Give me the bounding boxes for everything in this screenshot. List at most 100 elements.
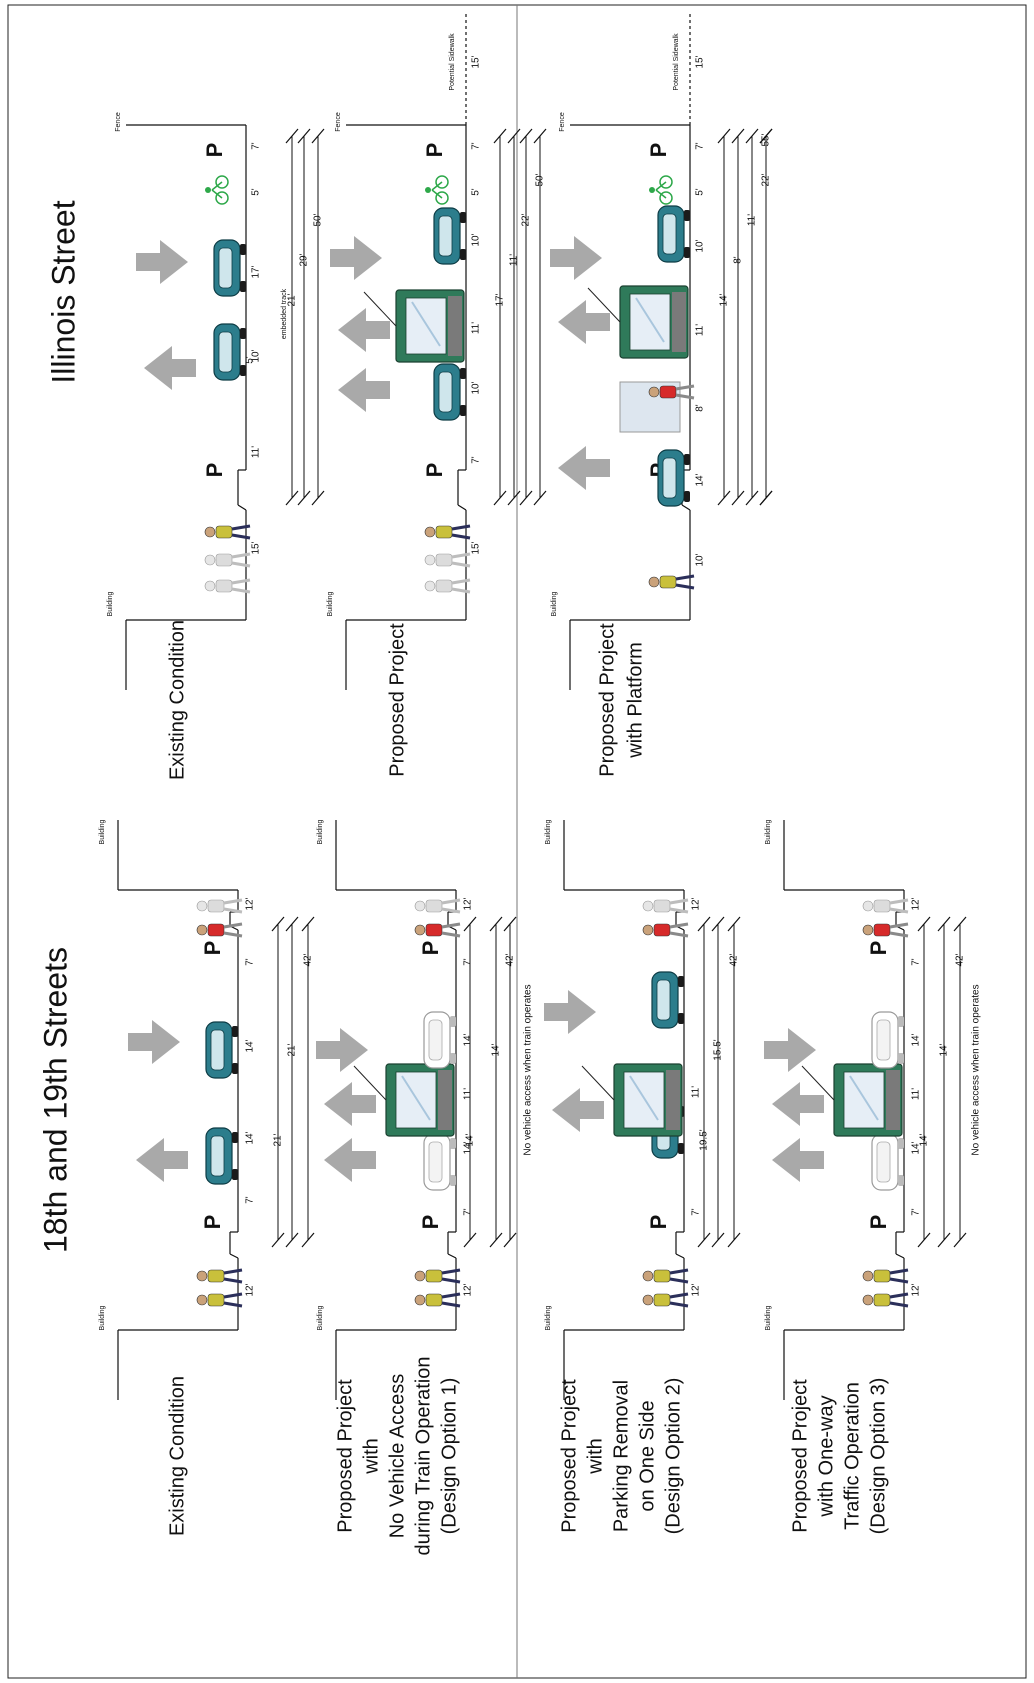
dimension-tick	[953, 916, 967, 932]
parking-mark: P	[422, 463, 447, 478]
pedestrian	[413, 922, 462, 938]
potential-sidewalk-label: Potential Sidewalk	[673, 33, 680, 91]
dimension-tick	[745, 128, 759, 144]
width-label: 12'	[245, 1283, 256, 1296]
width-label: 12'	[463, 1283, 474, 1296]
curb	[229, 1253, 239, 1259]
vehicle	[657, 449, 691, 507]
span-label: 42'	[729, 953, 740, 966]
width-label: 12'	[463, 897, 474, 910]
building-label: Building	[545, 1305, 552, 1330]
dimension-tick	[717, 128, 731, 144]
pedestrian	[861, 922, 910, 938]
span-label: 50'	[313, 213, 324, 226]
illinois-section-label: Proposed Project	[386, 623, 408, 777]
dimension-tick	[301, 916, 315, 932]
width-label: 15'	[695, 55, 706, 68]
width-label: 10'	[251, 349, 262, 362]
parking-mark: P	[422, 143, 447, 158]
width-label: 12'	[691, 1283, 702, 1296]
building-label: Building	[99, 1305, 106, 1330]
vehicle	[213, 239, 247, 297]
dimension-tick	[285, 1232, 299, 1248]
parking-mark: P	[646, 143, 671, 158]
no-vehicle-note: No vehicle access when train operates	[971, 984, 982, 1155]
streets-section-label: Proposed Project	[789, 1379, 811, 1533]
width-label: 7'	[695, 142, 706, 150]
pedestrian	[647, 384, 696, 400]
width-label: 5'	[471, 188, 482, 196]
width-label: 7'	[463, 1208, 474, 1216]
travel-direction-arrow	[550, 236, 602, 280]
dimension-tick	[503, 1232, 517, 1248]
streets-section-label: (Design Option 1)	[438, 1378, 460, 1535]
illinois-section-label: with Platform	[624, 642, 646, 759]
dimension-tick	[489, 916, 503, 932]
width-label: 14'	[695, 473, 706, 486]
span-label: 50'	[535, 173, 546, 186]
pedestrian	[641, 1292, 690, 1308]
streets-section-label: Proposed Project	[558, 1379, 580, 1533]
pedestrian	[203, 578, 252, 594]
dimension-tick	[711, 1232, 725, 1248]
span-label: 17'	[495, 293, 506, 306]
parking-mark: P	[866, 941, 891, 956]
dimension-tick	[697, 916, 711, 932]
fence-label: Fence	[559, 112, 566, 132]
streets-section-label: with	[360, 1438, 382, 1475]
travel-direction-arrow	[772, 1138, 824, 1182]
width-label: 5'	[251, 188, 262, 196]
travel-direction-arrow	[128, 1020, 180, 1064]
span-label: 19.5'	[699, 1129, 710, 1150]
building-label: Building	[327, 591, 334, 616]
span-label: 22'	[521, 213, 532, 226]
track-offset-label: 5'	[245, 356, 256, 364]
dimension-tick	[493, 128, 507, 144]
pedestrian	[641, 898, 690, 914]
width-label: 15'	[471, 55, 482, 68]
curb	[675, 1253, 685, 1259]
width-label: 5'	[695, 188, 706, 196]
span-label: 14'	[719, 293, 730, 306]
width-label: 10'	[695, 239, 706, 252]
pedestrian	[641, 1268, 690, 1284]
width-label: 7'	[911, 958, 922, 966]
dimension-tick	[533, 128, 547, 144]
bike-lane-icon	[204, 175, 229, 205]
pedestrian	[195, 1268, 244, 1284]
travel-direction-arrow	[330, 236, 382, 280]
width-label: 14'	[463, 1033, 474, 1046]
vehicle	[433, 207, 467, 265]
width-label: 7'	[245, 1196, 256, 1204]
width-label: 12'	[245, 897, 256, 910]
pedestrian	[203, 524, 252, 540]
width-label: 17'	[251, 265, 262, 278]
dimension-tick	[727, 1232, 741, 1248]
curb	[895, 1253, 905, 1259]
curb	[237, 504, 247, 511]
pedestrian	[195, 898, 244, 914]
vehicle	[205, 1021, 239, 1079]
curb	[447, 1253, 457, 1259]
dimension-tick	[463, 1232, 477, 1248]
dimension-tick	[731, 128, 745, 144]
streets-title: 18th and 19th Streets	[37, 947, 73, 1253]
dimension-tick	[507, 128, 521, 144]
width-label: 14'	[911, 1033, 922, 1046]
dimension-tick	[731, 490, 745, 506]
width-label: 11'	[695, 324, 706, 336]
width-label: 14'	[463, 1141, 474, 1154]
pedestrian	[423, 578, 472, 594]
building-label: Building	[107, 591, 114, 616]
width-label: 14'	[245, 1131, 256, 1144]
embedded-track-label: embedded track	[281, 288, 288, 339]
span-label: 21'	[287, 293, 298, 306]
span-label: 14'	[465, 1133, 476, 1146]
dimension-tick	[285, 128, 299, 144]
dimension-tick	[937, 1232, 951, 1248]
streets-section-label: No Vehicle Access	[386, 1374, 408, 1539]
streets-section-label: Existing Condition	[166, 1376, 188, 1536]
dimension-tick	[507, 490, 521, 506]
pedestrian	[413, 1268, 462, 1284]
width-label: 14'	[911, 1141, 922, 1154]
